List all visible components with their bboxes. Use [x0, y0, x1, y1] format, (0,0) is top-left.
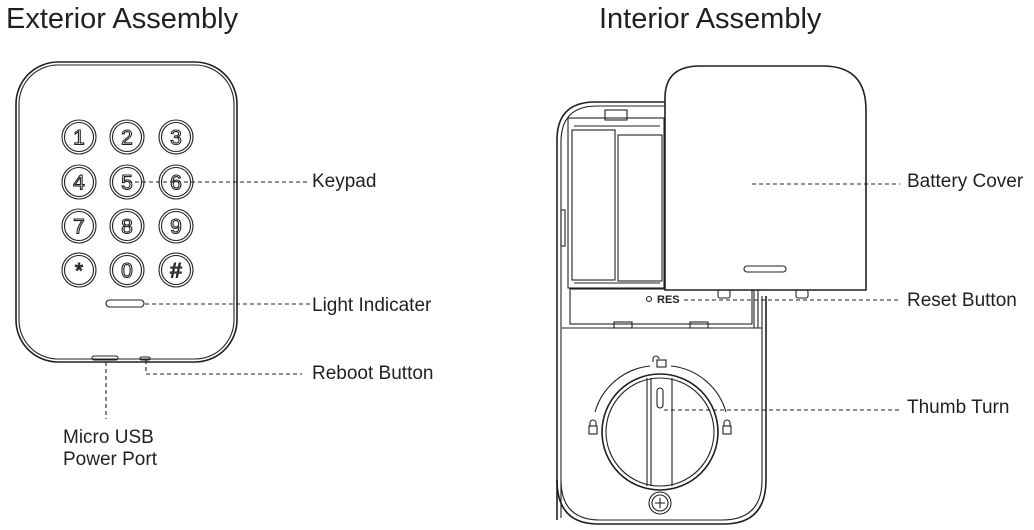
- keypad-key-label: 2: [121, 127, 133, 150]
- reset-button: [645, 295, 653, 303]
- interior-title: Interior Assembly: [599, 3, 822, 35]
- keypad-key-label: 5: [121, 172, 133, 195]
- battery-2: [617, 134, 663, 282]
- keypad-key: #: [158, 252, 194, 288]
- keypad-key-label: 8: [121, 216, 133, 239]
- usb-port: [91, 355, 119, 361]
- locked-icon-left: [588, 419, 598, 435]
- keypad-key: 2: [109, 119, 145, 155]
- keypad-key-label: 1: [73, 127, 85, 150]
- unlocked-icon: [652, 355, 667, 368]
- battery-cover: [664, 65, 867, 299]
- exterior-title: Exterior Assembly: [6, 3, 239, 35]
- usb-label-line2: Power Port: [63, 449, 157, 470]
- reset-button-label: Reset Button: [907, 290, 1017, 311]
- light-indicator: [105, 299, 145, 308]
- keypad-key: 3: [158, 119, 194, 155]
- keypad-key-label: 6: [170, 172, 182, 195]
- screw-icon: [648, 491, 672, 515]
- keypad-key-label: #: [170, 260, 182, 283]
- reboot-leader: [145, 360, 302, 375]
- cover-latch-slot: [743, 265, 787, 273]
- keypad-key-label: 3: [170, 127, 182, 150]
- keypad-key-label: *: [75, 260, 83, 283]
- reset-panel: [569, 288, 753, 325]
- locked-icon-right: [722, 419, 732, 435]
- keypad-key-label: 9: [170, 216, 182, 239]
- keypad-key: 9: [158, 208, 194, 244]
- keypad-key: 7: [61, 208, 97, 244]
- res-label: RES: [657, 294, 680, 306]
- keypad-key-label: 0: [121, 260, 133, 283]
- usb-label-line1: Micro USB: [63, 427, 154, 448]
- keypad-key: *: [61, 252, 97, 288]
- thumb-turn-label: Thumb Turn: [907, 397, 1010, 418]
- reboot-button-label: Reboot Button: [312, 363, 434, 384]
- keypad-key: 8: [109, 208, 145, 244]
- battery-cover-label: Battery Cover: [907, 171, 1024, 192]
- battery-1: [571, 129, 616, 281]
- keypad-key: 0: [109, 252, 145, 288]
- thumb-turn: [588, 355, 732, 491]
- light-indicator-label: Light Indicater: [312, 295, 432, 316]
- exterior-keypad-device: [15, 61, 238, 363]
- keypad-key-label: 4: [73, 172, 85, 195]
- keypad-key: 1: [61, 119, 97, 155]
- keypad: 1 2 3 4 5 6 7 8 9 * 0 #: [61, 119, 194, 288]
- interior-lock-device: [556, 101, 767, 525]
- keypad-key: 4: [61, 164, 97, 200]
- reboot-pinhole: [139, 356, 151, 361]
- keypad-key-label: 7: [73, 216, 85, 239]
- keypad-label: Keypad: [312, 171, 377, 192]
